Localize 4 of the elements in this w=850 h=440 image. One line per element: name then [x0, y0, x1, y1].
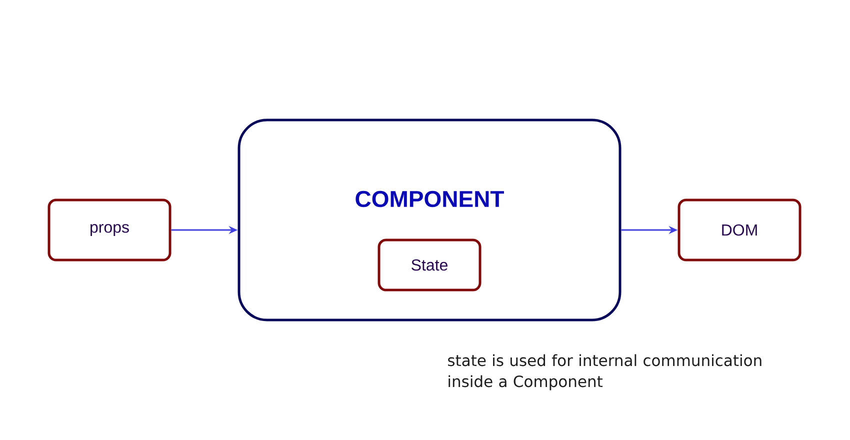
box: State	[378, 238, 482, 292]
box: props	[48, 198, 172, 262]
note-text: state is used for internal communication inside a Component	[448, 354, 762, 390]
box: DOM	[678, 198, 802, 262]
